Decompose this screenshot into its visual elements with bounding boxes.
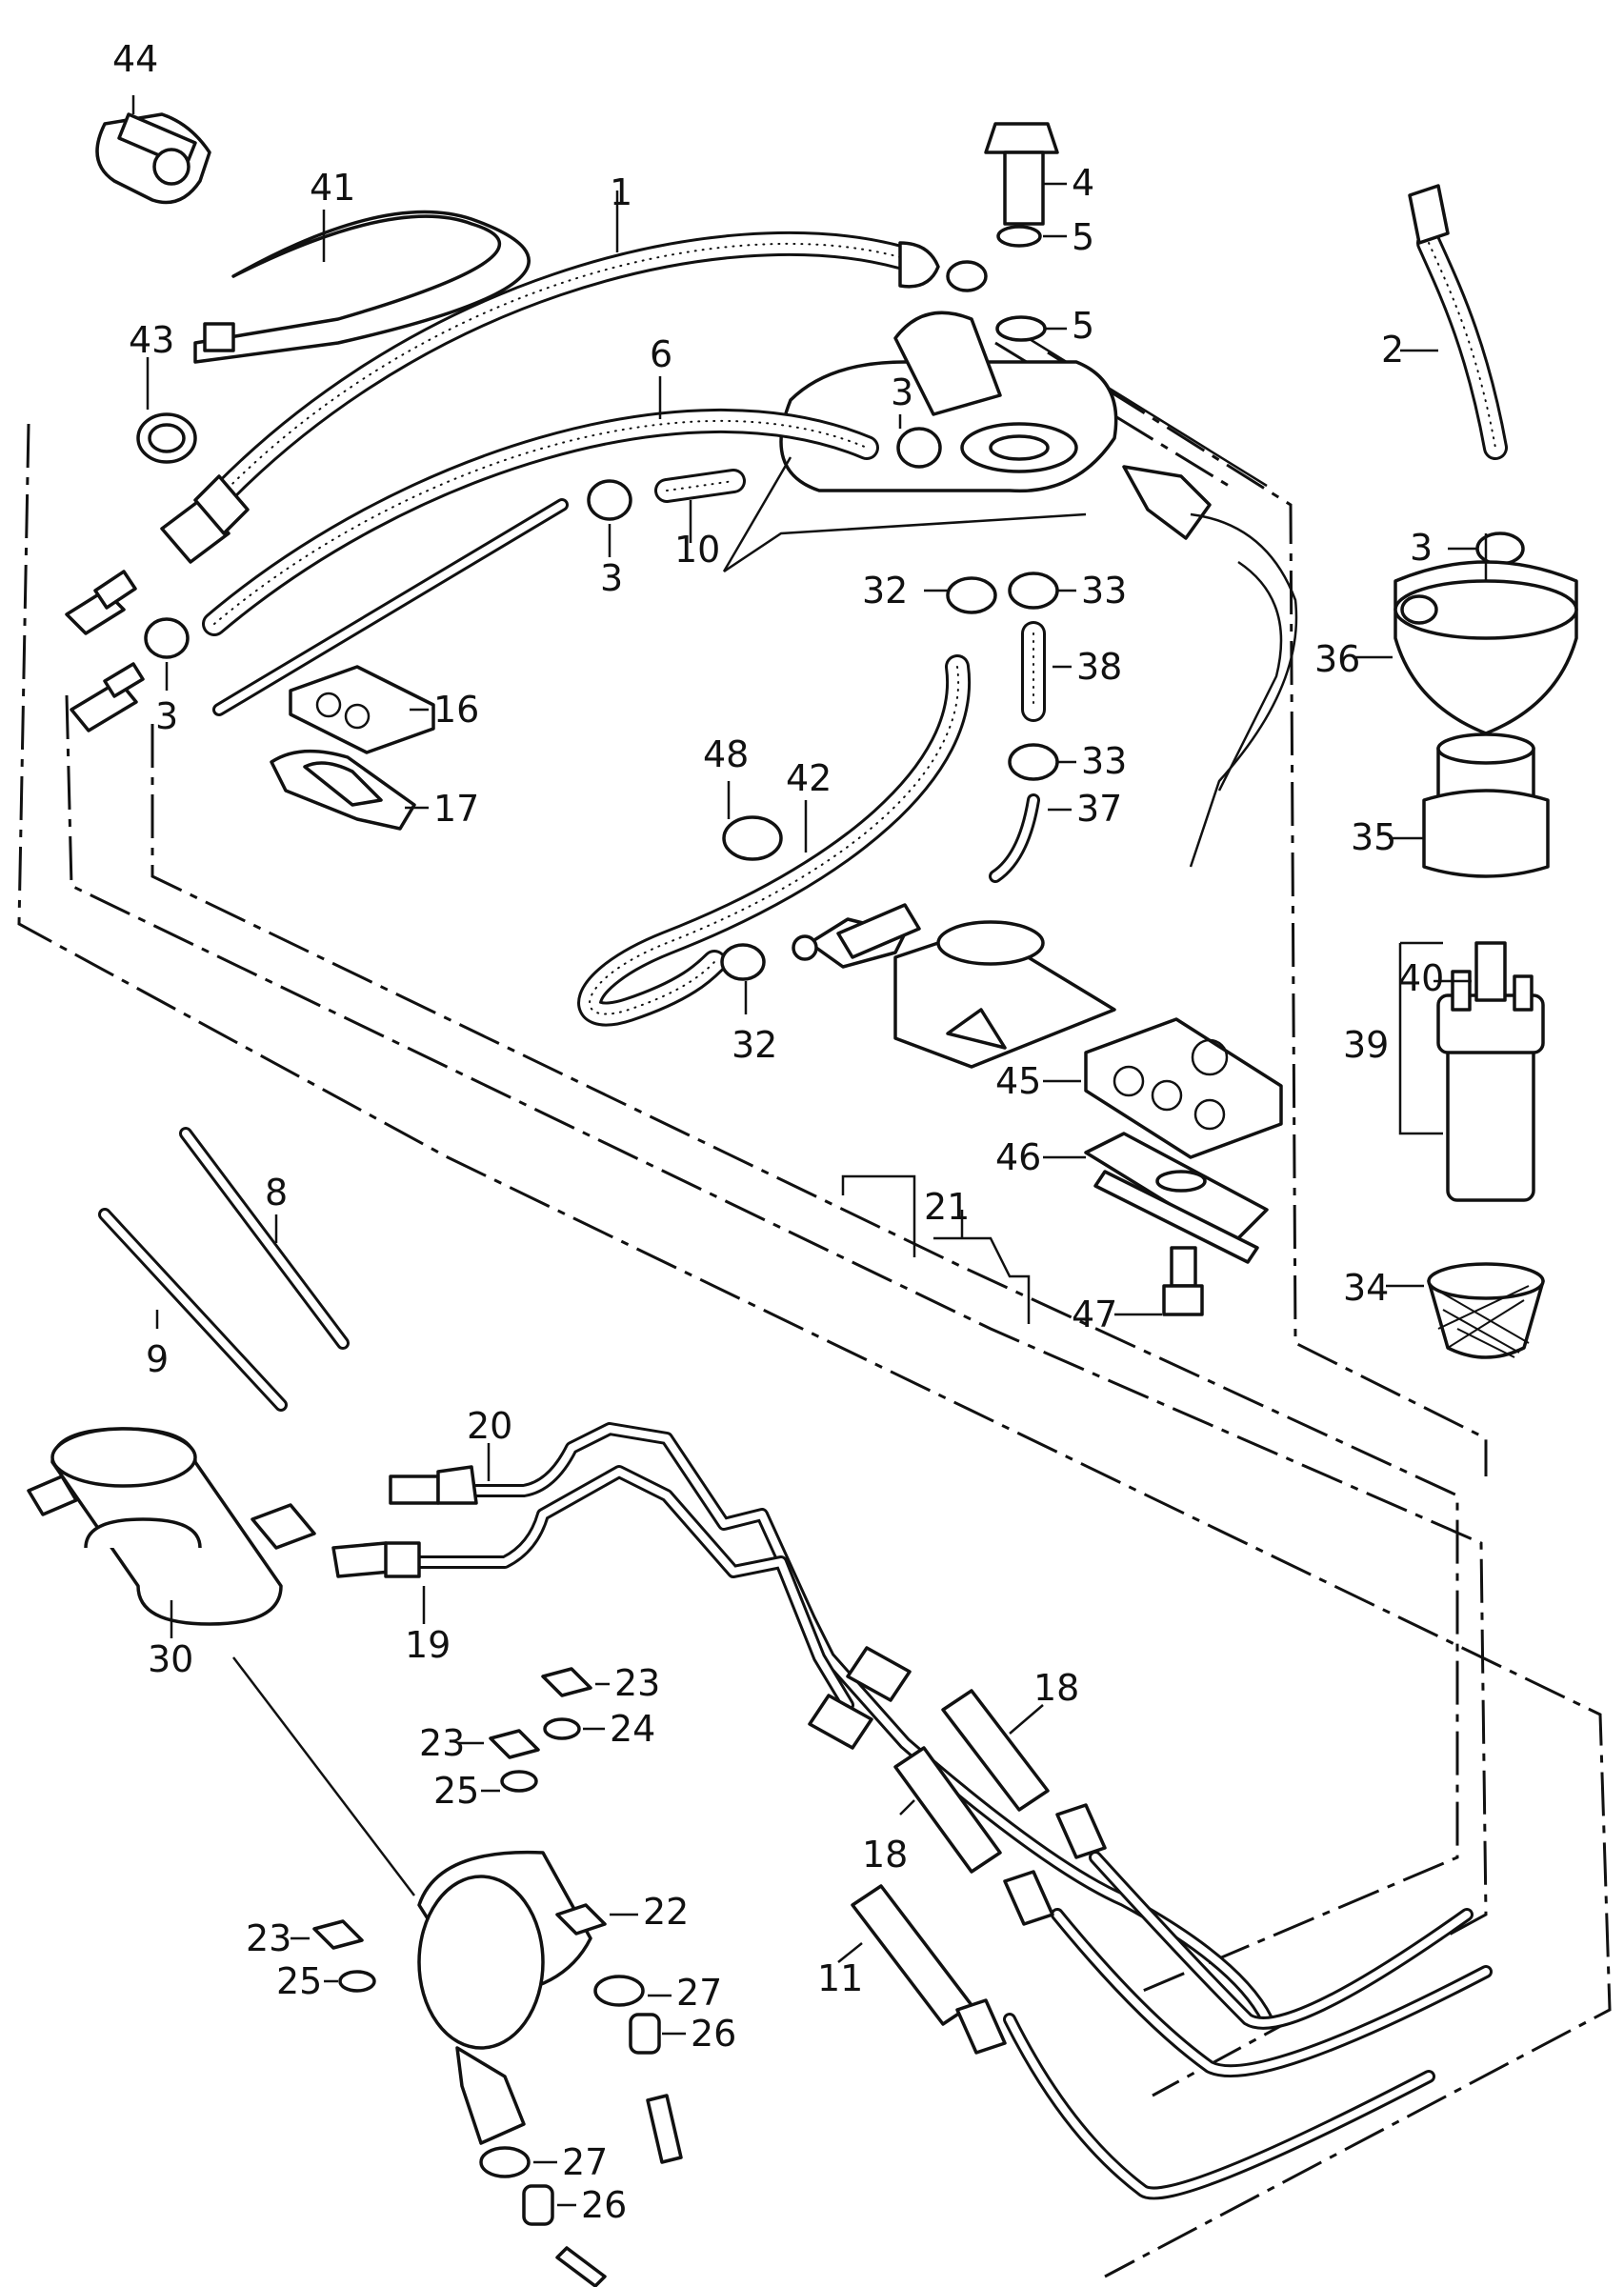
callout-3-right: 3: [1410, 527, 1433, 569]
part-44-clip: [95, 95, 211, 205]
part-17-bracket: [270, 749, 429, 831]
part-41-strap: [193, 210, 531, 364]
part-42-hose: [577, 654, 972, 1027]
callout-36: 36: [1314, 638, 1360, 680]
part-8-9-rods: [98, 1127, 350, 1412]
callout-11: 11: [817, 1957, 863, 1999]
callout-24: 24: [610, 1708, 655, 1750]
callout-40: 40: [1398, 957, 1444, 999]
callout-9: 9: [146, 1338, 169, 1380]
callout-22: 22: [643, 1891, 689, 1933]
part-10-hose-piece: [654, 469, 746, 543]
callout-5-bottom: 5: [1072, 305, 1094, 347]
callout-25-upper: 25: [433, 1770, 479, 1812]
callout-33-upper: 33: [1081, 570, 1127, 612]
callout-8: 8: [265, 1172, 288, 1214]
part-21-bracket: [841, 1174, 1031, 1324]
part-39-fuel-pump: [1398, 941, 1545, 1202]
callout-16: 16: [433, 689, 479, 731]
part-30-fuel-filter: [27, 1427, 415, 1896]
callout-17: 17: [433, 788, 479, 830]
part-24-25-washers: [324, 1717, 605, 1993]
callout-48: 48: [703, 733, 749, 775]
callout-27-lower: 27: [562, 2141, 608, 2183]
part-46-bracket: [1043, 1132, 1269, 1264]
callout-37: 37: [1076, 788, 1122, 830]
callout-47: 47: [1072, 1294, 1117, 1335]
fuel-line-19-20: [331, 1422, 1273, 2026]
callout-3-left: 3: [155, 695, 178, 737]
part-32-clamps: [720, 576, 997, 1014]
part-3-clamps: [144, 414, 1525, 691]
callout-44: 44: [112, 38, 158, 80]
callout-1: 1: [610, 171, 632, 213]
callout-30: 30: [148, 1638, 193, 1680]
callout-19: 19: [405, 1624, 451, 1666]
callout-10: 10: [674, 529, 720, 571]
part-6-hose: [202, 376, 879, 636]
part-23-nuts: [291, 1667, 610, 1950]
part-2-hose: [1400, 184, 1508, 460]
callout-27-upper: 27: [676, 1972, 722, 2014]
callout-3-middle: 3: [600, 557, 623, 599]
part-43-clamp: [136, 357, 197, 464]
part-22-filter-bracket: [417, 1850, 638, 2145]
part-5-washers: [995, 225, 1067, 342]
callout-3-upper: 3: [891, 371, 913, 413]
callout-2: 2: [1381, 329, 1404, 371]
callout-38: 38: [1076, 646, 1122, 688]
callout-labels: 44 41 1 4 5 5 43 6 3 2 3 10 3 32 33 36 3…: [112, 38, 1444, 2226]
part-26-27-bushings: [479, 1975, 686, 2287]
callout-26-lower: 26: [581, 2184, 627, 2226]
callout-18-lower: 18: [862, 1834, 908, 1876]
pump-holder: [792, 903, 1116, 1069]
callout-45: 45: [995, 1060, 1041, 1102]
part-16-holder: [289, 665, 435, 754]
callout-4: 4: [1072, 162, 1094, 204]
part-45-damper: [1043, 1017, 1283, 1159]
callout-6: 6: [650, 333, 672, 375]
callout-43: 43: [129, 319, 174, 361]
part-35-ring: [1389, 732, 1550, 878]
fuel-line-short: [212, 498, 569, 716]
callout-26-upper: 26: [691, 2013, 736, 2055]
callout-23-middle: 23: [419, 1722, 465, 1764]
callout-42: 42: [786, 757, 832, 799]
fuel-lines-lower: [1003, 1851, 1493, 2200]
callout-18-upper: 18: [1033, 1667, 1079, 1709]
part-11-hex-nut: [837, 1884, 1007, 2055]
callout-23-bottom: 23: [246, 1917, 291, 1959]
part-33-clamps: [1008, 572, 1076, 781]
part-1-braided-hose: [65, 191, 988, 732]
part-34-strainer: [1386, 1262, 1545, 1359]
callout-32-lower: 32: [732, 1024, 777, 1066]
callout-35: 35: [1351, 816, 1396, 858]
part-48-clamp: [722, 781, 783, 861]
part-37-hose: [989, 793, 1072, 883]
callout-32-upper: 32: [862, 570, 908, 612]
part-38-hose: [1021, 621, 1072, 722]
callout-46: 46: [995, 1136, 1041, 1178]
callout-33-lower: 33: [1081, 740, 1127, 782]
callout-34: 34: [1343, 1267, 1389, 1309]
part-4-banjo-bolt: [984, 122, 1067, 226]
callout-25-lower: 25: [276, 1960, 322, 2002]
callout-41: 41: [310, 167, 355, 209]
assembly-lines: [17, 322, 1612, 2278]
part-18-hex-nuts: [893, 1689, 1107, 1926]
callout-39: 39: [1343, 1024, 1389, 1066]
part-36-housing: [1353, 533, 1578, 735]
callout-21: 21: [924, 1186, 970, 1228]
callout-5-top: 5: [1072, 216, 1094, 258]
callout-20: 20: [467, 1405, 512, 1447]
callout-23-top: 23: [614, 1662, 660, 1704]
part-47-bolt: [1114, 1246, 1204, 1316]
